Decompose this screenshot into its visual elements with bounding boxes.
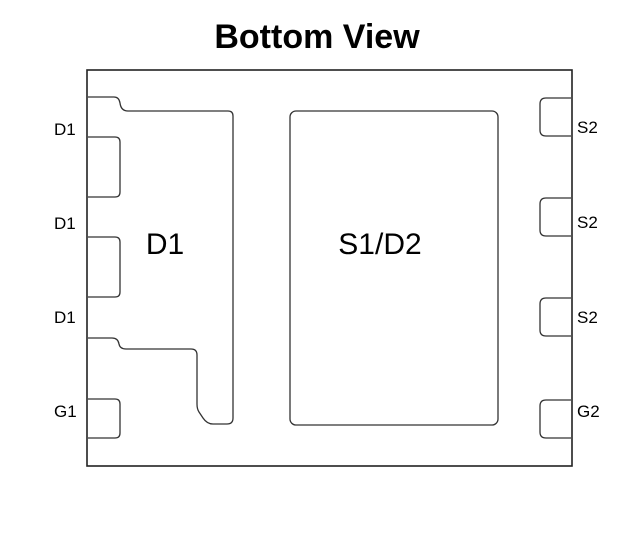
diagram-title: Bottom View [214,18,420,56]
s1-d2-exposed-pad [289,110,499,426]
d1-exposed-pad [88,96,234,425]
d1-pad-label: D1 [146,228,184,261]
left-pin-label-2: D1 [54,214,76,233]
left-pin-pads [88,136,121,439]
left-pin-pad [88,136,121,198]
s1-d2-pad-label: S1/D2 [338,228,421,261]
left-pin-pad [88,398,121,439]
package-outline [86,69,573,467]
right-pin-pad [539,197,571,237]
right-pin-pad [539,297,571,337]
left-pin-pad [88,236,121,298]
right-pin-label-1: S2 [577,118,598,137]
right-pin-label-2: S2 [577,213,598,232]
right-pin-pads [539,97,571,439]
right-pin-pad [539,97,571,137]
right-pin-label-3: S2 [577,308,598,327]
right-pin-pad [539,399,571,439]
left-pin-label-3: D1 [54,308,76,327]
right-pin-label-4: G2 [577,402,600,421]
left-pin-label-1: D1 [54,120,76,139]
left-pin-label-4: G1 [54,402,77,421]
